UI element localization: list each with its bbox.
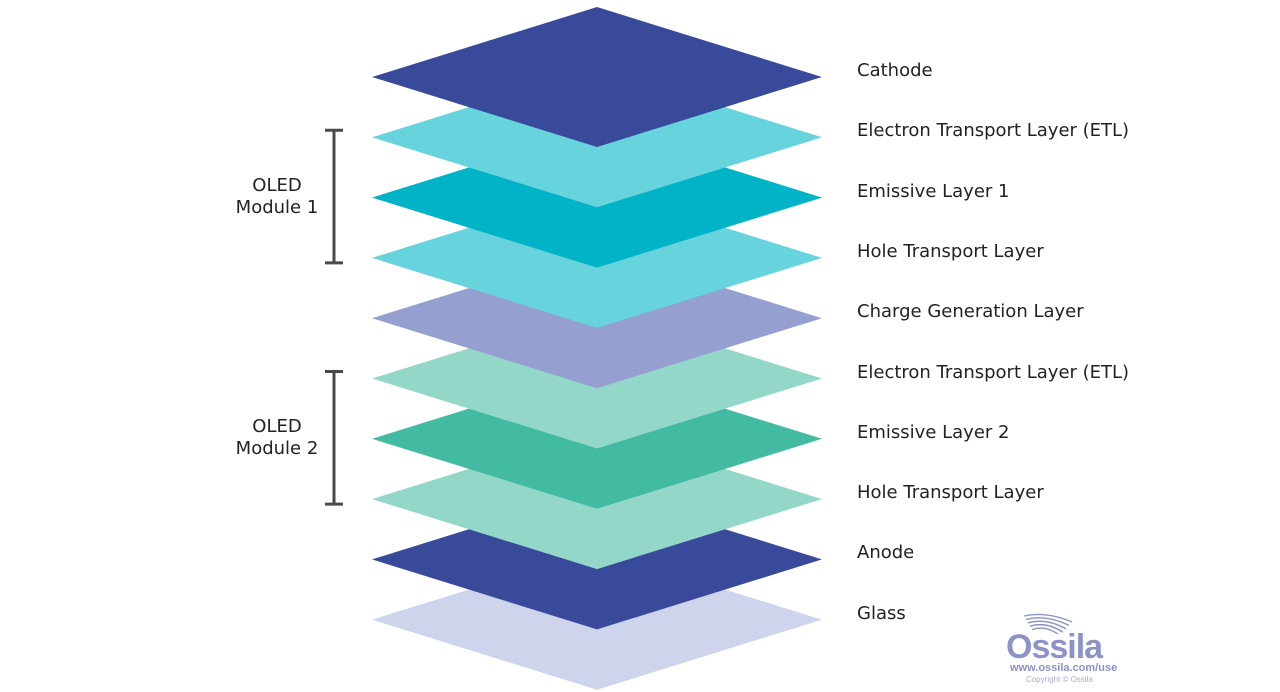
module-label-line2: Module 1: [235, 196, 319, 218]
logo-copyright: Copyright © Ossila: [1026, 675, 1093, 684]
layer-label-6: Electron Transport Layer (ETL): [857, 361, 1130, 383]
module-label-line1: OLED: [252, 174, 302, 196]
layer-label-5: Charge Generation Layer: [857, 301, 1084, 323]
layer-1-shape: [372, 7, 822, 147]
layer-label-3: Emissive Layer 1: [857, 180, 1010, 202]
layer-label-4: Hole Transport Layer: [857, 240, 1044, 262]
layer-label-7: Emissive Layer 2: [857, 421, 1010, 443]
logo-wordmark: Ossila: [1006, 628, 1103, 666]
module-1-bracket: [325, 128, 343, 265]
layer-label-1: Cathode: [857, 60, 933, 81]
module-label-line1: OLED: [252, 415, 302, 437]
layer-label-9: Anode: [857, 542, 915, 564]
ossila-logo: Ossila www.ossila.com/use Copyright © Os…: [1000, 612, 1120, 688]
layer-label-2: Electron Transport Layer (ETL): [857, 120, 1130, 142]
logo-url: www.ossila.com/use: [1010, 662, 1118, 674]
logo-feather-icon: [1023, 613, 1073, 634]
module-label-line2: Module 2: [235, 437, 319, 459]
layer-label-10: Glass: [857, 602, 906, 624]
module-2-bracket: [325, 370, 343, 506]
layer-label-8: Hole Transport Layer: [857, 482, 1044, 504]
